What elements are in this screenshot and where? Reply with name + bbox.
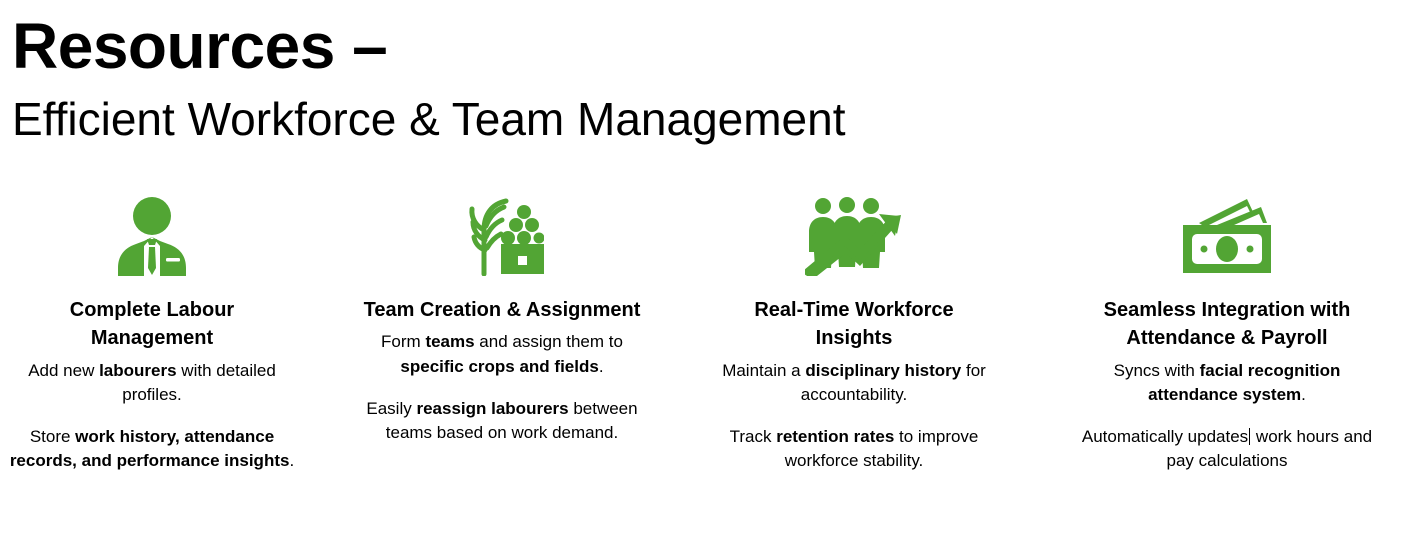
feature-title: Complete Labour Management [69, 299, 235, 350]
bold-run: reassign labourers [416, 398, 569, 418]
text-run: . [1301, 384, 1306, 404]
text-run: . [598, 356, 604, 376]
bold-run: facial recognition attendance system [1148, 360, 1341, 404]
feature-paragraph: Store work history, attendance records, … [8, 425, 296, 473]
text-run: Automatically updates [1081, 427, 1249, 447]
feature-paragraph: Maintain a disciplinary history for acco… [714, 359, 994, 407]
feature-title: Seamless Integration with Attendance & P… [1103, 299, 1351, 350]
banknote-money-icon [1179, 190, 1275, 282]
businessman-icon [114, 190, 190, 282]
feature-paragraph[interactable]: Automatically updates work hours and pay… [1070, 425, 1384, 473]
text-run: . [289, 451, 295, 471]
people-growth-chart-icon [805, 190, 903, 282]
feature-column-complete-labour-management[interactable]: Complete Labour Management Add new labou… [0, 190, 304, 473]
feature-paragraph: Syncs with facial recognition attendance… [1070, 359, 1384, 407]
page-title[interactable]: Resources – [12, 10, 388, 82]
feature-title: Team Creation & Assignment [363, 299, 641, 321]
text-run: Syncs with [1113, 360, 1200, 380]
bold-run: labourers [99, 360, 177, 380]
page-subtitle[interactable]: Efficient Workforce & Team Management [12, 93, 846, 146]
text-run: to improve workforce stability. [784, 427, 979, 471]
bold-run: specific crops and fields [400, 356, 599, 376]
heading-block: Resources – Efficient Workforce & Team M… [12, 10, 1352, 146]
feature-columns: Complete Labour Management Add new labou… [0, 190, 1406, 473]
text-run: Track [729, 427, 777, 447]
feature-paragraph: Form teams and assign them to specific c… [360, 330, 644, 378]
bold-run: teams [425, 332, 475, 352]
text-run: Easily [366, 398, 417, 418]
feature-paragraph: Easily reassign labourers between teams … [360, 397, 644, 445]
feature-paragraph: Track retention rates to improve workfor… [714, 425, 994, 473]
text-run: and assign them to [474, 332, 623, 352]
text-caret [1249, 428, 1251, 446]
feature-paragraph: Add new labourers with detailed profiles… [8, 359, 296, 407]
text-run: Store [29, 427, 76, 447]
feature-column-real-time-workforce-insights[interactable]: Real-Time Workforce Insights Maintain a … [706, 190, 1002, 473]
text-run: Form [381, 332, 426, 352]
text-run: with detailed profiles. [122, 360, 276, 404]
text-run: Add new [28, 360, 100, 380]
crop-harvest-basket-icon [460, 190, 544, 282]
text-run: work hours and pay calculations [1166, 427, 1373, 471]
text-run: between teams based on work demand. [385, 398, 638, 442]
text-run: for accountability. [800, 360, 986, 404]
bold-run: retention rates [776, 427, 895, 447]
bold-run: disciplinary history [805, 360, 962, 380]
feature-column-seamless-integration-attendance-payroll[interactable]: Seamless Integration with Attendance & P… [1062, 190, 1392, 473]
text-run: Maintain a [722, 360, 806, 380]
bold-run: work history, attendance records, and pe… [9, 427, 290, 471]
feature-column-team-creation-assignment[interactable]: Team Creation & Assignment Form teams an… [352, 190, 652, 445]
feature-title: Real-Time Workforce Insights [754, 299, 954, 350]
